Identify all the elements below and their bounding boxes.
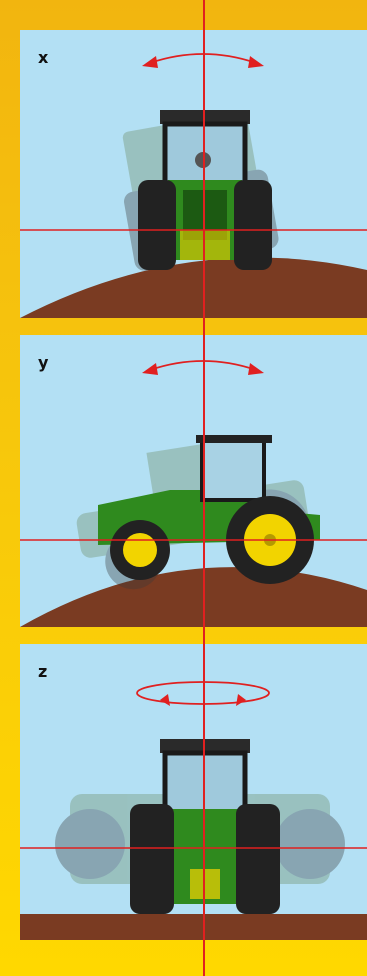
axis-label-x: x (38, 48, 49, 67)
roll-arrow (149, 53, 257, 64)
ground-hill (20, 567, 367, 627)
panel-x-roll: x (20, 30, 367, 318)
axis-label-y: y (38, 353, 49, 372)
panel-z-yaw: z (20, 644, 367, 940)
tractor-front (138, 110, 272, 270)
axis-label-z: z (38, 662, 48, 681)
pitch-arrow (149, 360, 257, 371)
ground-strip (20, 914, 367, 940)
arrow-head-left (160, 694, 170, 706)
roll-diagram (20, 53, 367, 318)
arrow-head-left (142, 363, 158, 375)
yaw-diagram (20, 681, 367, 940)
arrow-head-right (248, 363, 264, 375)
tractor-rear (130, 739, 280, 914)
panel-y-pitch: y (20, 335, 367, 627)
pitch-diagram (20, 360, 367, 627)
vertical-axis-line (203, 0, 205, 976)
arrow-head-left (142, 56, 158, 68)
arrow-head-right (248, 56, 264, 68)
ground-hill (20, 257, 367, 318)
tractor-side (98, 435, 320, 584)
arrow-head-right (236, 694, 246, 706)
